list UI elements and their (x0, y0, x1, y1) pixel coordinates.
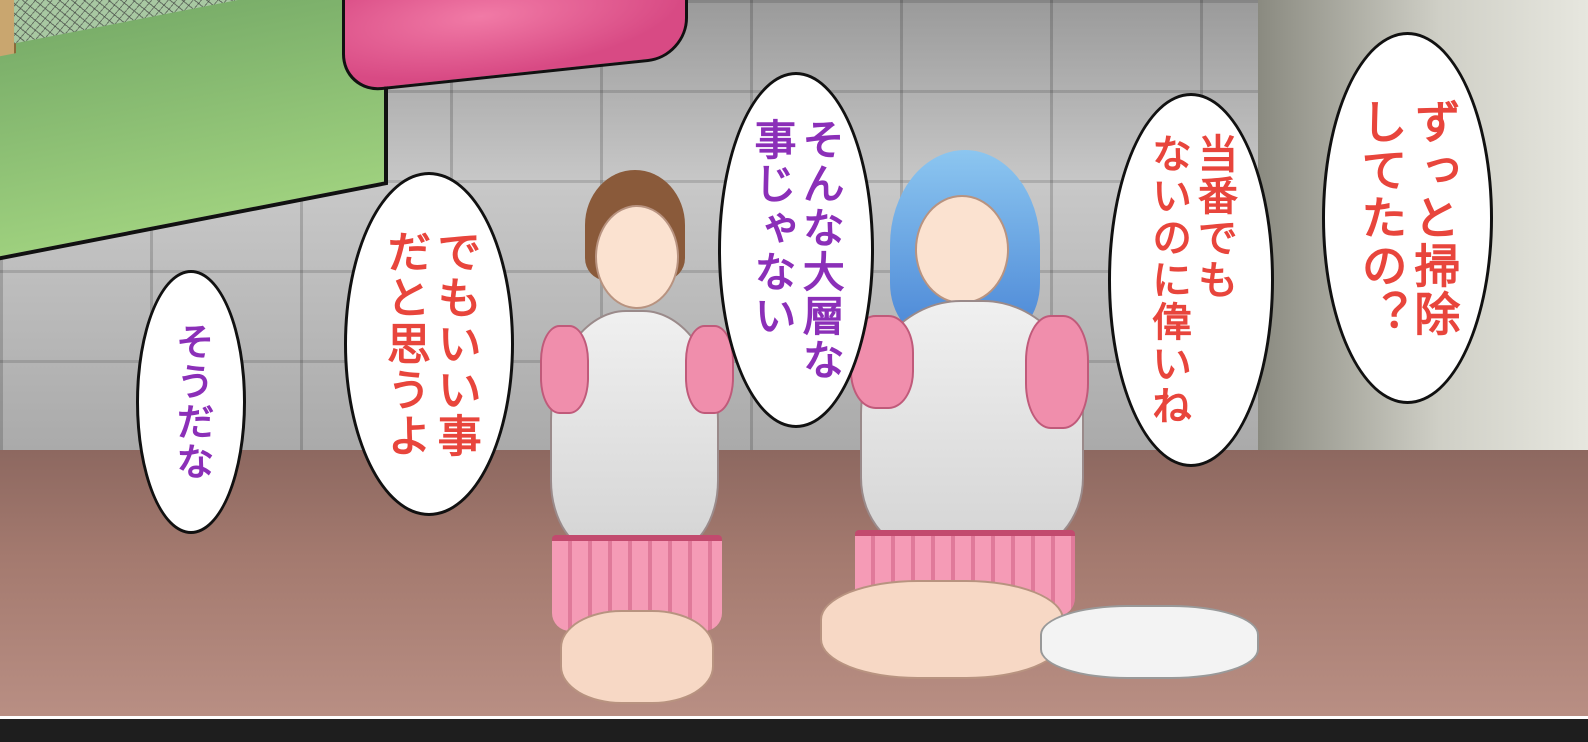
character-brown-hair (540, 130, 734, 710)
speech-text-4: でもいい事 だと思うよ (379, 229, 481, 459)
floor (0, 450, 1588, 720)
knees (560, 610, 714, 704)
panel-bottom-border (0, 716, 1588, 742)
speech-text-3: そんな大層な 事じゃない (748, 118, 846, 382)
face (915, 195, 1009, 304)
speech-bubble-5: そうだな (136, 270, 246, 534)
left-sleeve (540, 325, 589, 414)
right-sleeve (685, 325, 734, 414)
speech-text-1: ずっと掃除 してたの？ (1354, 98, 1462, 338)
speech-bubble-1: ずっと掃除 してたの？ (1322, 32, 1493, 404)
right-sleeve (1025, 315, 1089, 429)
face (595, 205, 679, 309)
fence (14, 0, 304, 44)
speech-text-5: そうだな (169, 322, 214, 482)
speech-bubble-3: そんな大層な 事じゃない (718, 72, 874, 428)
crossed-legs (820, 580, 1064, 679)
sock (1040, 605, 1259, 679)
speech-bubble-2: 当番でも ないのに偉いね (1108, 93, 1274, 467)
speech-text-2: 当番でも ないのに偉いね (1145, 133, 1237, 427)
character-blue-hair (820, 150, 1260, 690)
speech-bubble-4: でもいい事 だと思うよ (344, 172, 514, 516)
